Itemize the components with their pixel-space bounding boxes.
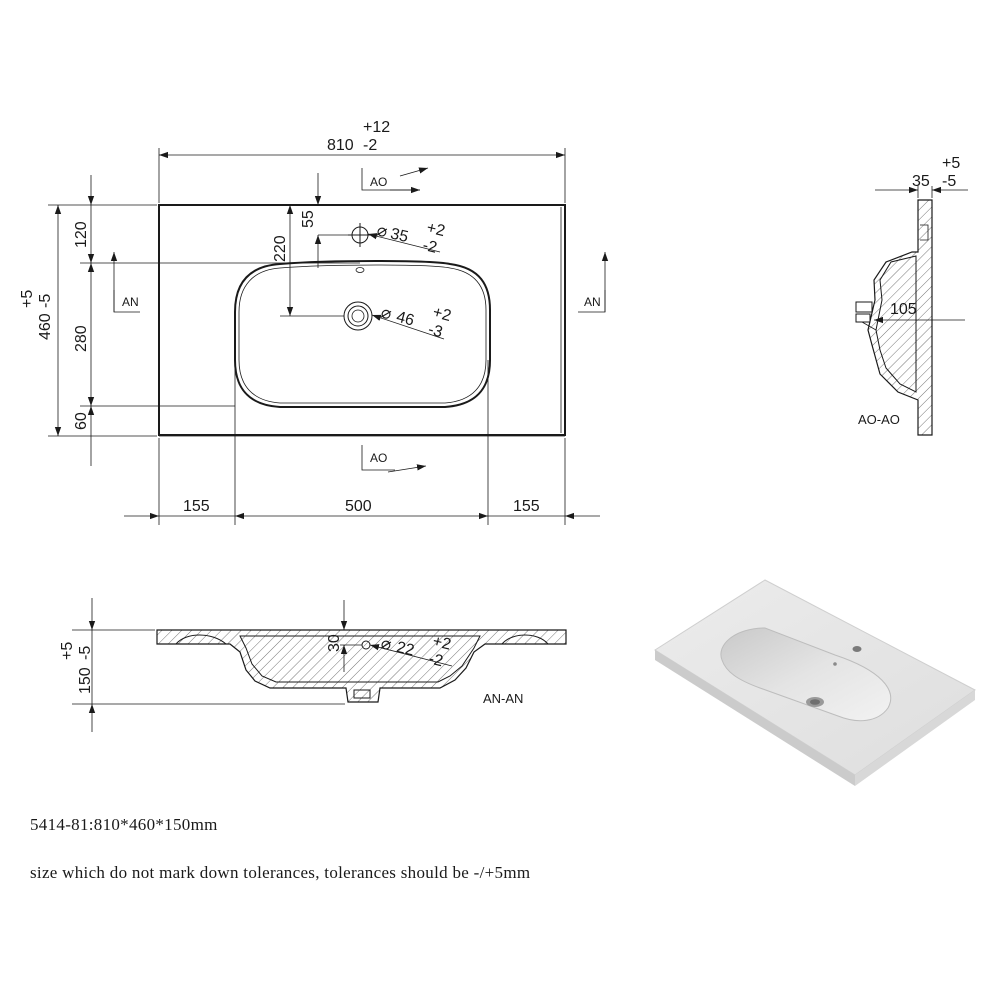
dim-depth-tol-lower: -5 (37, 294, 54, 308)
side-dim-minus5: -5 (942, 173, 956, 190)
tap-hole-dia: 35 (389, 225, 410, 246)
side-section-view: 35 +5 -5 105 AO-AO (855, 155, 968, 436)
dim-220: 220 (272, 235, 289, 262)
front-height-tol-upper: +5 (59, 642, 76, 660)
drain-tol-lower: -3 (426, 321, 444, 341)
tap-hole-tol-upper: +2 (425, 219, 447, 240)
section-marker-ao-top: AO (361, 167, 429, 194)
svg-text:⌀: ⌀ (375, 220, 389, 241)
dim-120: 120 (73, 221, 90, 248)
overflow-tol-upper: +2 (431, 633, 453, 654)
section-marker-an-left: AN (110, 252, 140, 313)
dim-bowl-500: 500 (345, 498, 372, 515)
drain-dia: 46 (394, 309, 416, 330)
overflow-tol-lower: -2 (427, 650, 445, 670)
dim-width-tol-upper: +12 (363, 119, 390, 136)
drain-hole (343, 301, 373, 331)
dim-60: 60 (73, 412, 90, 430)
front-height-tol-lower: -5 (77, 646, 94, 660)
tap-hole-tol-lower: -2 (421, 237, 439, 257)
side-dim-35: 35 (912, 173, 930, 190)
front-profile (156, 629, 567, 703)
dim-depth-value: 460 (37, 313, 54, 340)
svg-text:AO: AO (370, 175, 387, 189)
side-section-label: AO-AO (858, 412, 900, 427)
tap-hole-callout: ⌀ 35 +2 -2 (367, 219, 447, 257)
dim-left-155: 155 (183, 498, 210, 515)
dim-width-tol-lower: -2 (363, 137, 377, 154)
overflow-callout: ⌀ 22 +2 -2 (369, 633, 453, 670)
drain-tol-upper: +2 (431, 304, 453, 325)
svg-text:⌀: ⌀ (379, 633, 393, 654)
model-note: 5414-81:810*460*150mm (30, 815, 218, 834)
dim-55: 55 (300, 210, 317, 228)
dim-right-155: 155 (513, 498, 540, 515)
front-dim-30: 30 (326, 634, 343, 652)
front-section-view: 150 -5 +5 30 ⌀ 22 +2 -2 AN-AN (59, 598, 567, 732)
front-height-value: 150 (77, 667, 94, 694)
dim-280: 280 (73, 325, 90, 352)
tap-hole (348, 223, 372, 247)
overflow-dia: 22 (395, 639, 416, 660)
render-bowl (720, 627, 892, 722)
section-marker-an-right: AN (578, 252, 609, 313)
svg-text:AO: AO (370, 451, 387, 465)
front-section-label: AN-AN (483, 691, 523, 706)
basin-3d-render (654, 579, 976, 786)
dim-width-value: 810 (327, 137, 354, 154)
svg-text:AN: AN (584, 295, 601, 309)
svg-text:⌀: ⌀ (379, 303, 394, 324)
side-dim-105: 105 (890, 301, 917, 318)
tolerance-note: size which do not mark down tolerances, … (30, 863, 531, 882)
dim-depth-tol-upper: +5 (19, 290, 36, 308)
plan-view: 810 +12 -2 460 -5 +5 120 280 60 220 55 ⌀ (19, 119, 609, 525)
basin-outline (158, 204, 566, 436)
bowl-outline (234, 260, 491, 408)
svg-text:AN: AN (122, 295, 139, 309)
drain-callout: ⌀ 46 +2 -3 (371, 303, 453, 341)
section-marker-ao-bottom: AO (361, 445, 427, 473)
side-dim-plus5: +5 (942, 155, 960, 172)
